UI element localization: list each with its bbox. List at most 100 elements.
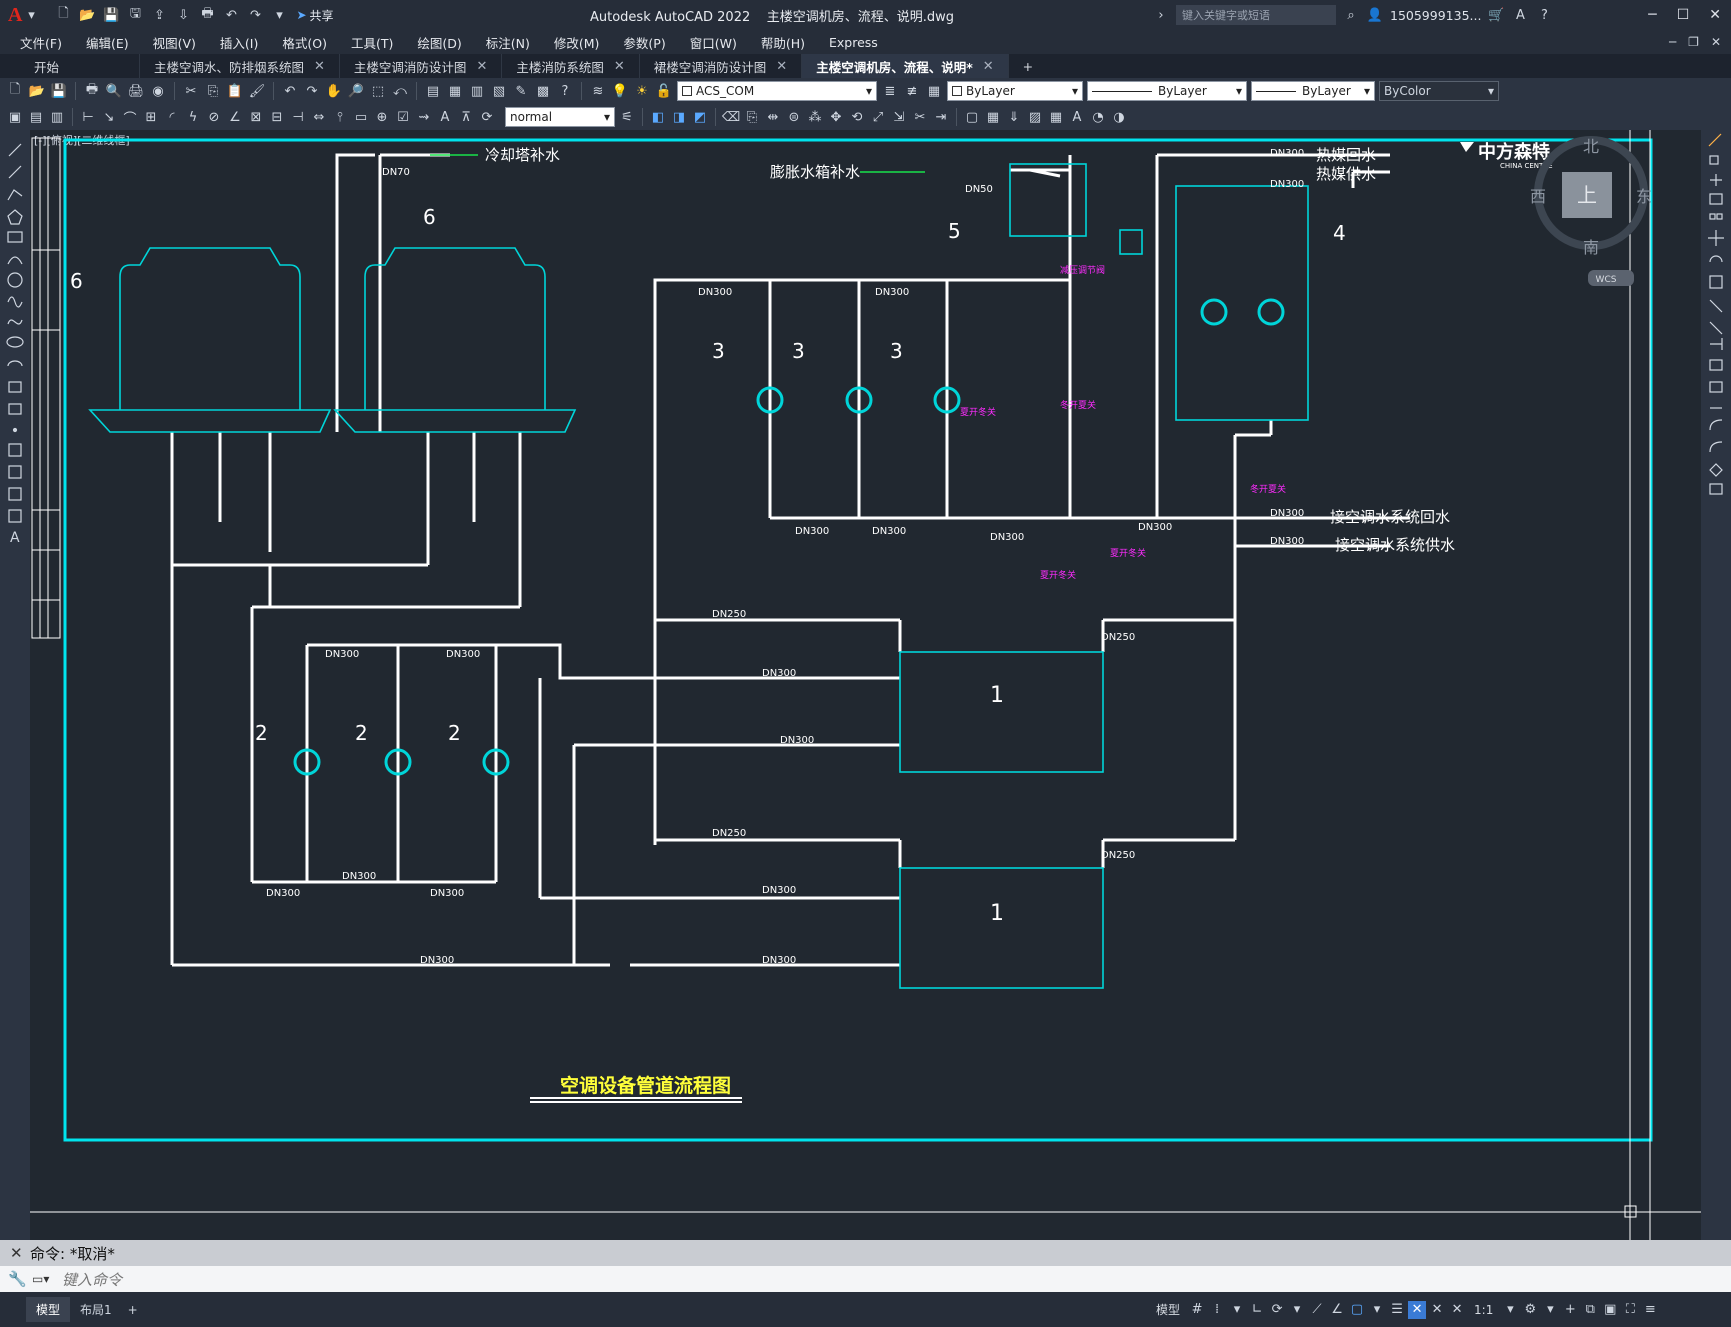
modify-move-icon[interactable]: ✥ (830, 109, 842, 125)
ordinate-icon[interactable]: ⊞ (145, 109, 157, 125)
dimstyle-dropdown[interactable]: normal ▾ (505, 107, 615, 127)
modify-stretch-icon[interactable]: ⇲ (893, 109, 905, 125)
jogged-icon[interactable]: ϟ (188, 109, 198, 125)
model-space-button[interactable]: 模型 (1156, 1303, 1181, 1317)
draw-order-front-icon[interactable]: ◧ (651, 109, 665, 125)
redo-icon[interactable]: ↷ (306, 83, 318, 99)
inspect-icon[interactable]: ☑ (397, 109, 409, 125)
viewcube[interactable]: 上 北 南 东 西 WCS (1530, 136, 1652, 286)
continue-icon[interactable]: ⊣ (292, 109, 304, 125)
new-icon[interactable]: 🗋 (9, 82, 21, 97)
autodesk-app-icon[interactable]: A (1516, 7, 1525, 23)
match-properties-icon[interactable]: 🖌 (248, 83, 266, 99)
menu-file[interactable]: 文件(F) (20, 35, 62, 51)
tab-close-icon[interactable]: ✕ (776, 58, 788, 74)
open-icon[interactable]: 📂 (28, 83, 46, 99)
tab-main-fire[interactable]: 主楼消防系统图✕ (502, 54, 640, 78)
menu-edit[interactable]: 编辑(E) (85, 35, 129, 51)
doc-minimize-button[interactable]: ─ (1668, 35, 1677, 49)
command-close-icon[interactable]: ✕ (10, 1244, 23, 1262)
save-icon[interactable]: 💾 (50, 83, 68, 99)
center-mark-icon[interactable]: ⊕ (376, 109, 388, 125)
ortho-icon[interactable]: ∟ (1251, 1302, 1263, 1317)
plot-icon[interactable]: 🖶 (201, 6, 214, 21)
plot-icon[interactable]: 🖶 (85, 82, 99, 97)
tab-close-icon[interactable]: ✕ (982, 58, 994, 74)
app-menu-chevron-icon[interactable]: ▾ (28, 7, 35, 23)
isolate-icon[interactable]: ⧉ (1585, 1302, 1595, 1317)
dim-edit-icon[interactable]: A (440, 109, 450, 125)
quick-dim-icon[interactable]: ⊠ (250, 109, 262, 125)
polar-menu-icon[interactable]: ▾ (1293, 1302, 1301, 1317)
layer-dropdown[interactable]: ACS_COM ▾ (677, 81, 877, 101)
workspace-menu-icon[interactable]: ▾ (1547, 1302, 1554, 1317)
add-layout-button[interactable]: + (127, 1302, 138, 1317)
customize-icon[interactable]: ≡ (1644, 1302, 1656, 1317)
zoom-previous-icon[interactable]: ⤺ (393, 83, 407, 99)
dim-update-icon[interactable]: ⟳ (481, 109, 493, 125)
save-as-icon[interactable]: 🖫 (129, 6, 141, 21)
jogged-linear-icon[interactable]: ⇝ (418, 109, 430, 125)
tab-main-ac-room[interactable]: 主楼空调机房、流程、说明*✕ (802, 54, 1009, 78)
tab-podium-ac-fire[interactable]: 裙楼空调消防设计图✕ (640, 54, 803, 78)
undo-icon[interactable]: ↶ (226, 7, 237, 23)
lineweight-dropdown[interactable]: ByLayer ▾ (1251, 81, 1375, 101)
save-icon[interactable]: 💾 (103, 7, 120, 23)
color-dropdown[interactable]: ByLayer ▾ (947, 81, 1083, 101)
markup-icon[interactable]: ✎ (515, 83, 527, 99)
pan-icon[interactable]: ✋ (325, 83, 343, 99)
osnap-icon[interactable]: ▢ (1350, 1302, 1364, 1317)
modify-array-icon[interactable]: ⁂ (808, 109, 822, 125)
menu-insert[interactable]: 插入(I) (219, 35, 259, 51)
close-button[interactable]: ✕ (1709, 7, 1721, 23)
modify-rotate-icon[interactable]: ⟲ (851, 109, 863, 125)
menu-tools[interactable]: 工具(T) (350, 35, 394, 51)
modify-trim-icon[interactable]: ✂ (914, 109, 926, 125)
modify-extend-icon[interactable]: ⇥ (935, 109, 947, 125)
help-search-input[interactable]: 键入关键字或短语 (1176, 5, 1336, 25)
workspace-gear-icon[interactable]: ⚙ (1524, 1302, 1537, 1317)
tab-add-button[interactable]: + (1009, 54, 1047, 78)
diameter-icon[interactable]: ⊘ (208, 109, 220, 125)
publish-icon[interactable]: 🖨 (127, 83, 145, 99)
menu-express[interactable]: Express (828, 34, 878, 50)
region-icon[interactable]: ◔ (1092, 109, 1104, 125)
linear-dim-icon[interactable]: ⊢ (82, 109, 94, 125)
tolerance-icon[interactable]: ▭ (354, 109, 368, 125)
menu-view[interactable]: 视图(V) (152, 35, 196, 51)
doc-close-button[interactable]: ✕ (1710, 35, 1721, 49)
polar-icon[interactable]: ⟳ (1271, 1302, 1283, 1317)
radius-icon[interactable]: ◜ (169, 109, 175, 125)
tab-close-icon[interactable]: ✕ (613, 58, 625, 74)
help-icon[interactable]: ? (561, 83, 569, 99)
menu-help[interactable]: 帮助(H) (760, 35, 805, 51)
sheet-set-icon[interactable]: ▧ (492, 83, 506, 99)
paste-icon[interactable]: 📋 (226, 83, 244, 99)
help-icon[interactable]: ? (1541, 7, 1548, 23)
annotation-scale-value[interactable]: 1:1 (1474, 1302, 1494, 1317)
modify-copy-icon[interactable]: ⎘ (746, 109, 758, 125)
modify-offset-icon[interactable]: ⊜ (788, 109, 800, 125)
tab-start[interactable]: 开始 (20, 54, 140, 78)
new-file-icon[interactable]: 🗋 (58, 6, 69, 21)
snap-icon[interactable]: ⁞ (1214, 1302, 1220, 1317)
tool-palettes-icon[interactable]: ▥ (470, 83, 484, 99)
layer-lock-icon[interactable]: 🔓 (655, 83, 673, 99)
search-icon[interactable]: ⌕ (1347, 7, 1355, 23)
table-icon[interactable]: ▦ (1049, 109, 1063, 125)
undo-icon[interactable]: ↶ (284, 83, 296, 99)
auto-scale-icon[interactable]: ✕ (1451, 1302, 1463, 1317)
tab-close-icon[interactable]: ✕ (476, 58, 488, 74)
zoom-window-icon[interactable]: ⬚ (371, 83, 385, 99)
plotstyle-dropdown[interactable]: ByColor ▾ (1379, 81, 1499, 101)
web-open-icon[interactable]: ⇪ (154, 7, 165, 23)
layer-previous-icon[interactable]: ≢ (906, 83, 918, 99)
menu-parametric[interactable]: 参数(P) (623, 35, 666, 51)
model-layout-tab[interactable]: 模型 (26, 1297, 71, 1322)
annotation-visibility-icon[interactable]: ✕ (1431, 1302, 1443, 1317)
draw-order-above-icon[interactable]: ◩ (693, 109, 707, 125)
insert-icon[interactable]: ⇓ (1008, 109, 1020, 125)
modify-scale-icon[interactable]: ⤢ (872, 109, 884, 125)
zoom-realtime-icon[interactable]: 🔎 (347, 83, 365, 99)
lineweight-icon[interactable]: ☰ (1391, 1302, 1403, 1317)
